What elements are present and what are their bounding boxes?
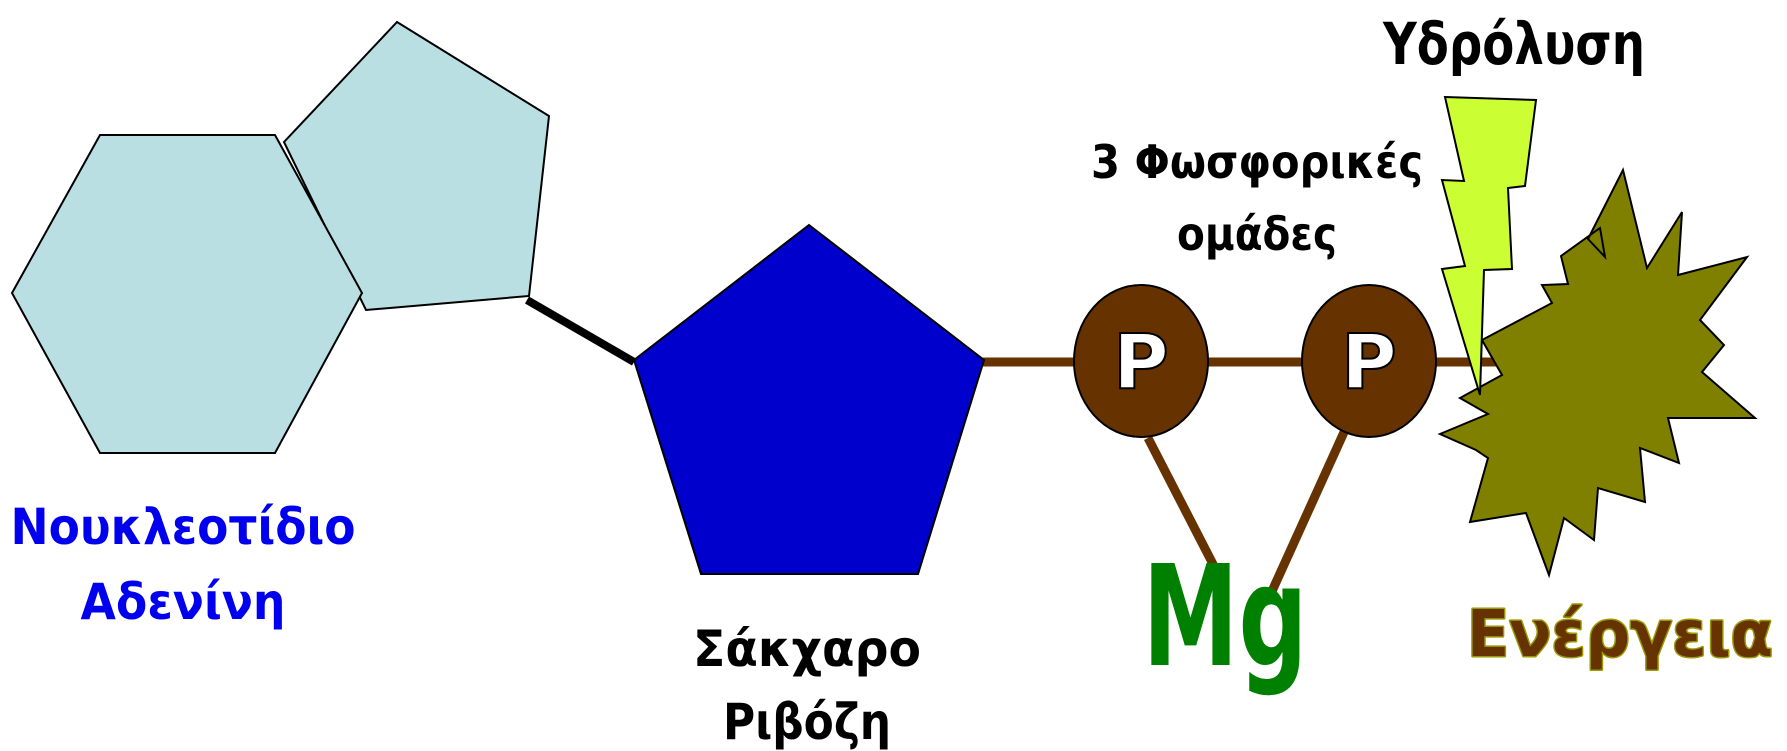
sugar-label-line1: Σάκχαρο — [693, 620, 921, 678]
ribose-pentagon-shape — [632, 223, 986, 575]
phosphates-label-line2: ομάδες — [1177, 207, 1337, 261]
phosphate-left-ellipse — [1073, 284, 1209, 438]
lightning-bolt-icon — [1440, 95, 1538, 396]
nucleotide-label-line1: Νουκλεοτίδιο — [11, 498, 356, 556]
adenine-hexagon-shape — [10, 134, 364, 454]
phosphate-right-ellipse — [1301, 284, 1437, 438]
phosphate-right-label: P — [1341, 317, 1397, 406]
starburst-icon — [1437, 167, 1758, 579]
nucleotide-label-line2: Αδενίνη — [81, 573, 286, 631]
adenine-ribose-bond — [524, 296, 637, 366]
magnesium-label: Mg — [1143, 536, 1308, 699]
phosphate-left-label: P — [1113, 317, 1169, 406]
sugar-label-line2: Ριβόζη — [723, 693, 891, 751]
phosphate-mg-bond-right — [1263, 428, 1350, 602]
phosphates-label-line1: 3 Φωσφορικές — [1091, 135, 1423, 189]
energy-label: Ενέργεια — [1467, 598, 1773, 672]
adenine-pentagon-shape — [282, 20, 551, 312]
phosphate-mg-bond-left — [1143, 435, 1220, 571]
hydrolysis-label: Υδρόλυση — [1382, 10, 1645, 78]
